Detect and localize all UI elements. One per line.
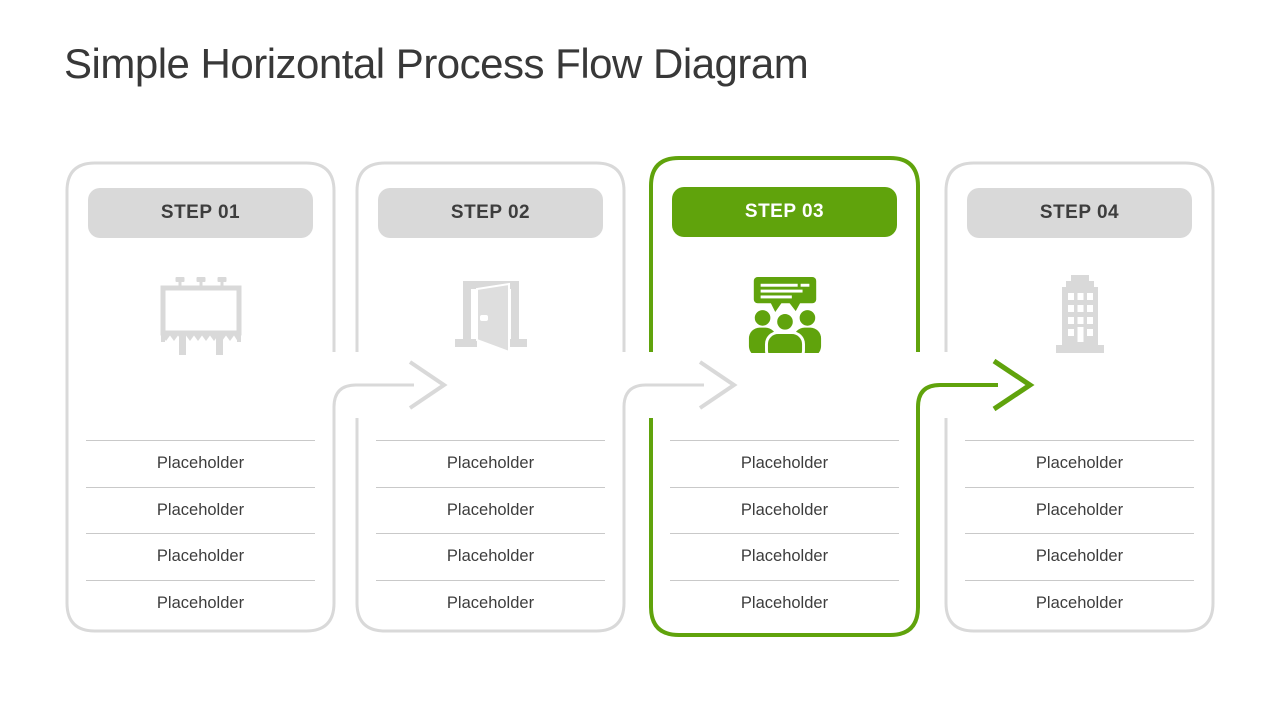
list-item: Placeholder	[376, 579, 605, 627]
list-item: Placeholder	[965, 486, 1194, 534]
list-item: Placeholder	[86, 579, 315, 627]
step-2-header: STEP 02	[378, 188, 603, 238]
step-2-card: STEP 02 Placeholder Placeholder Placehol…	[357, 163, 624, 631]
open-door-icon	[451, 275, 531, 360]
step-4-placeholder-list: Placeholder Placeholder Placeholder Plac…	[965, 440, 1194, 626]
step-3-placeholder-list: Placeholder Placeholder Placeholder Plac…	[670, 440, 899, 626]
list-item: Placeholder	[965, 440, 1194, 487]
list-item: Placeholder	[670, 579, 899, 627]
list-item: Placeholder	[670, 486, 899, 534]
step-1-header: STEP 01	[88, 188, 313, 238]
list-item: Placeholder	[86, 440, 315, 487]
step-1-placeholder-list: Placeholder Placeholder Placeholder Plac…	[86, 440, 315, 626]
list-item: Placeholder	[376, 533, 605, 580]
step-2-placeholder-list: Placeholder Placeholder Placeholder Plac…	[376, 440, 605, 626]
list-item: Placeholder	[376, 486, 605, 534]
step-3-header: STEP 03	[672, 187, 897, 237]
list-item: Placeholder	[965, 533, 1194, 580]
step-3-card: STEP 03 Placeholder Placeholder Plac	[651, 158, 918, 635]
list-item: Placeholder	[670, 440, 899, 487]
list-item: Placeholder	[670, 533, 899, 580]
building-icon	[1050, 275, 1110, 358]
step-4-header: STEP 04	[967, 188, 1192, 238]
page-title: Simple Horizontal Process Flow Diagram	[64, 40, 809, 87]
list-item: Placeholder	[86, 533, 315, 580]
billboard-icon	[156, 275, 246, 360]
list-item: Placeholder	[965, 579, 1194, 627]
step-1-card: STEP 01	[67, 163, 334, 631]
list-item: Placeholder	[86, 486, 315, 534]
step-4-card: STEP 04 Placeholder Placeholder Placehol…	[946, 163, 1213, 631]
presentation-audience-icon	[746, 275, 824, 364]
list-item: Placeholder	[376, 440, 605, 487]
